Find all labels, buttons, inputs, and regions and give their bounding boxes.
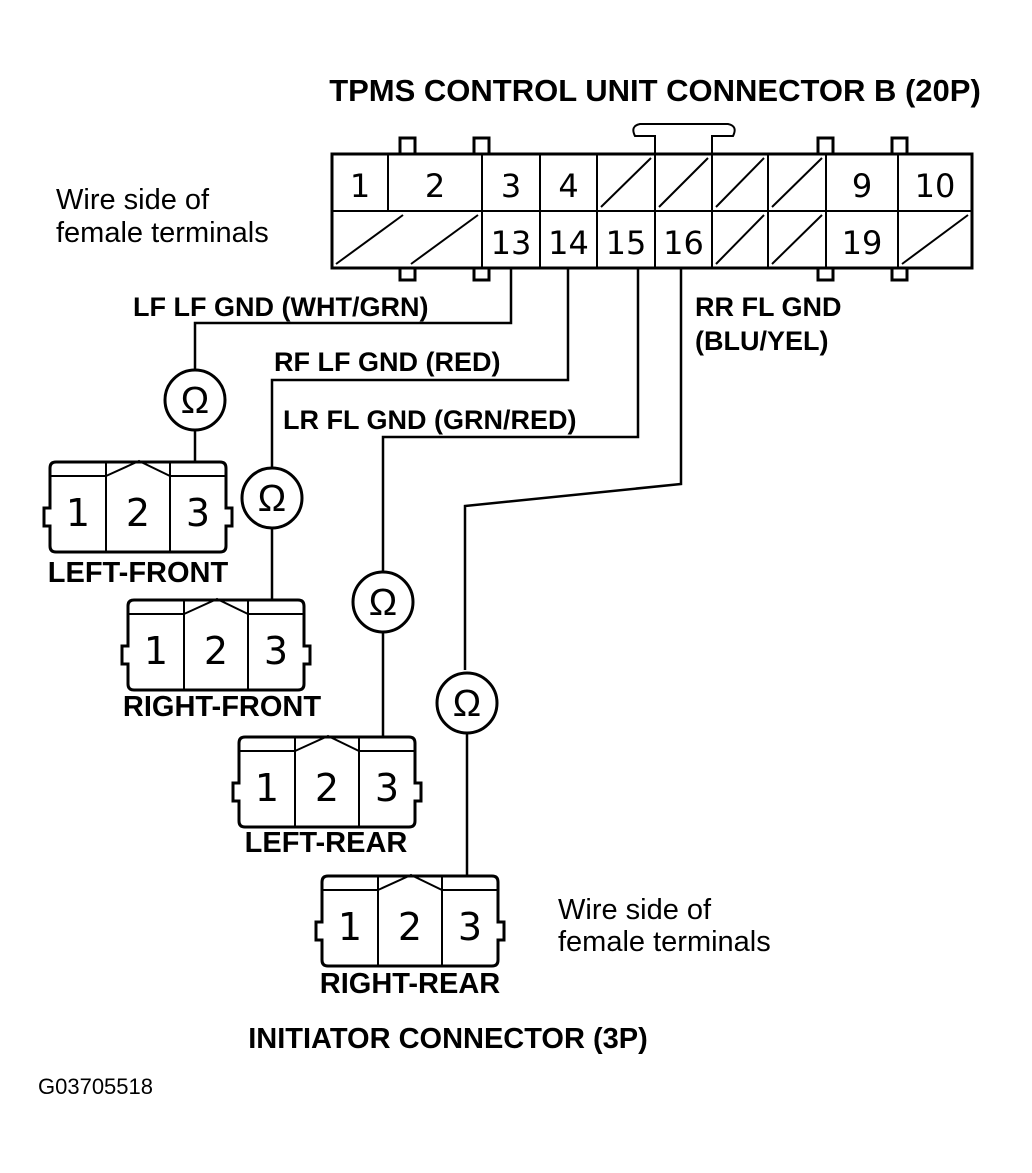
initiator-pin-3: 3 [264, 629, 288, 673]
connector-b-pin-1: 1 [350, 167, 370, 205]
initiator-label-right-rear: RIGHT-REAR [320, 968, 501, 1000]
wire-side-label-bottom-line1: Wire side of [558, 894, 712, 926]
initiator-pin-1: 1 [144, 629, 168, 673]
initiator-pin-3: 3 [375, 766, 399, 810]
initiator-pin-3: 3 [458, 905, 482, 949]
connector-b-pin-19: 19 [842, 224, 883, 262]
initiator-pin-2: 2 [315, 766, 339, 810]
blank-cavity [771, 157, 823, 208]
ohm-symbol: Ω [258, 478, 286, 520]
connector-b-pin-16: 16 [663, 224, 704, 262]
blank-cavity [335, 214, 404, 265]
connector-b-pin-14: 14 [548, 224, 589, 262]
ohmmeter-rf: Ω [240, 466, 304, 600]
wire-label-lr: LR FL GND (GRN/RED) [283, 405, 576, 435]
connector-b-pin-13: 13 [491, 224, 532, 262]
blank-cavity [901, 214, 969, 265]
initiator-pin-1: 1 [255, 766, 279, 810]
initiator-pin-2: 2 [398, 905, 422, 949]
connector-b-pin-9: 9 [852, 167, 872, 205]
wire-side-label-top-line2: female terminals [56, 217, 269, 249]
initiator-connector-title: INITIATOR CONNECTOR (3P) [248, 1023, 648, 1055]
wire-side-label-top-line1: Wire side of [56, 184, 210, 216]
ohmmeter-lr: Ω [351, 570, 415, 737]
ohm-symbol: Ω [369, 582, 397, 624]
initiator-pin-3: 3 [186, 491, 210, 535]
wire-label-rr-line1: RR FL GND [695, 292, 842, 322]
connector-b-pin-2: 2 [425, 167, 445, 205]
wire-rr [463, 268, 683, 670]
wire-side-label-bottom-line2: female terminals [558, 926, 771, 958]
initiator-pin-1: 1 [338, 905, 362, 949]
wire-lf [193, 268, 513, 370]
blank-cavity [658, 157, 709, 208]
wire-rf [270, 268, 570, 477]
blank-cavity [715, 214, 765, 265]
wire-label-rr-line2: (BLU/YEL) [695, 326, 828, 356]
initiator-pin-1: 1 [66, 491, 90, 535]
connector-b-pin-10: 10 [915, 167, 956, 205]
figure-code: G03705518 [38, 1074, 153, 1099]
initiator-label-left-rear: LEFT-REAR [245, 827, 408, 859]
blank-cavity [771, 214, 823, 265]
ohm-symbol: Ω [453, 683, 481, 725]
connector-b-pin-15: 15 [606, 224, 647, 262]
initiator-pin-2: 2 [204, 629, 228, 673]
connector-b-pin-4: 4 [558, 167, 578, 205]
initiator-label-right-front: RIGHT-FRONT [123, 691, 321, 723]
connector-b-pin-3: 3 [501, 167, 521, 205]
initiator-pin-2: 2 [126, 491, 150, 535]
blank-cavity [410, 214, 479, 265]
ohm-symbol: Ω [181, 380, 209, 422]
blank-cavity [715, 157, 765, 208]
ohmmeter-rr: Ω [435, 671, 499, 876]
blank-cavity [600, 157, 652, 208]
initiator-label-left-front: LEFT-FRONT [48, 557, 229, 589]
wire-label-lf: LF LF GND (WHT/GRN) [133, 292, 428, 322]
connector-b-title: TPMS CONTROL UNIT CONNECTOR B (20P) [329, 73, 981, 108]
wire-label-rf: RF LF GND (RED) [274, 347, 500, 377]
wire-lr [381, 268, 640, 573]
ohmmeter-lf: Ω [163, 368, 227, 462]
